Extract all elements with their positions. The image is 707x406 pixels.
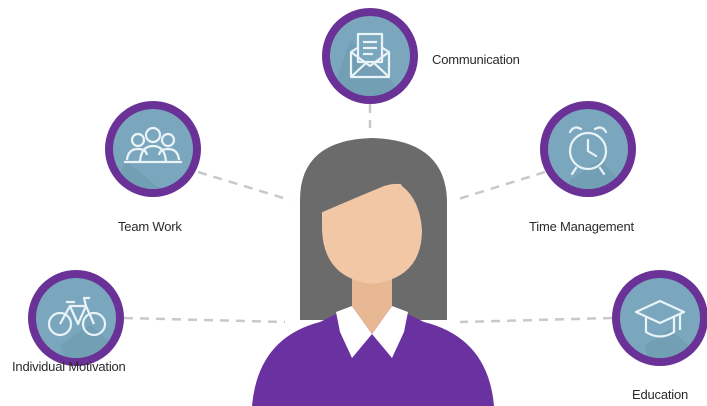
avatar-collar-left (336, 306, 372, 358)
person-avatar (252, 138, 494, 406)
connector-education (459, 316, 613, 324)
node-communication (322, 8, 418, 104)
avatar-bangs (318, 156, 426, 214)
node-education (612, 270, 707, 366)
node-team-work (105, 101, 201, 197)
avatar-collar-right (372, 306, 408, 358)
avatar-jacket (252, 306, 494, 406)
label-team-work: Team Work (118, 219, 182, 234)
node-individual-motivation (28, 270, 124, 366)
connector-lines (123, 104, 613, 324)
label-individual-motivation: Individual Motivation (12, 359, 126, 374)
avatar-collar-shadow (352, 306, 392, 334)
label-communication: Communication (432, 52, 520, 67)
connector-individual-motivation (123, 316, 286, 324)
label-education: Education (632, 387, 689, 402)
team-people-icon (124, 126, 182, 164)
connector-team-work (197, 170, 291, 202)
graduation-cap-icon (634, 299, 686, 338)
alarm-clock-icon (568, 126, 608, 176)
bicycle-icon (47, 296, 107, 337)
connector-time-management (454, 170, 546, 202)
label-time-management: Time Management (529, 219, 634, 234)
envelope-letter-icon (349, 32, 391, 79)
node-time-management (540, 101, 636, 197)
